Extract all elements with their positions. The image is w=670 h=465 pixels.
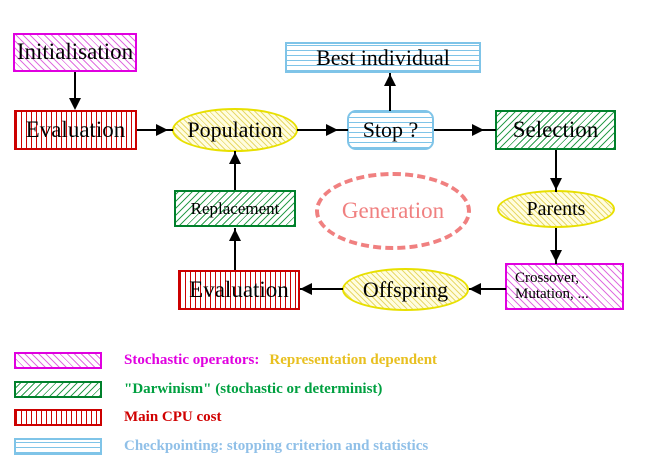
- node-crossover-line2: Mutation, ...: [515, 285, 589, 302]
- node-offspring[interactable]: Offspring: [342, 268, 469, 311]
- arrowhead-stop-to-best-individual: [384, 74, 396, 86]
- arrowhead-stop-to-selection: [472, 124, 484, 136]
- arrowhead-crossover-to-offspring: [469, 283, 481, 295]
- node-initialisation-label: Initialisation: [16, 39, 134, 65]
- arrowhead-parents-to-crossover: [550, 250, 562, 262]
- legend-swatch-diagonal-magenta: [14, 351, 102, 369]
- legend-row-checkpointing: Checkpointing: stopping criterion and st…: [14, 435, 428, 457]
- legend-row-darwinism: "Darwinism" (stochastic or determinist): [14, 378, 382, 400]
- node-parents[interactable]: Parents: [497, 190, 615, 228]
- legend-label-cpu: Main CPU cost: [124, 408, 222, 425]
- node-parents-label: Parents: [526, 197, 586, 220]
- node-population-label: Population: [187, 117, 283, 143]
- legend: Stochastic operators: Representation dep…: [0, 336, 670, 465]
- edge-crossover-to-offspring: [469, 288, 506, 290]
- node-stop[interactable]: Stop ?: [347, 110, 434, 150]
- arrowhead-selection-to-parents: [550, 178, 562, 190]
- edge-population-to-stop: [297, 129, 348, 131]
- edge-replacement-to-population: [234, 151, 236, 190]
- legend-label-representation: Representation dependent: [269, 351, 438, 368]
- node-crossover-mutation[interactable]: Crossover, Mutation, ...: [505, 263, 624, 310]
- node-crossover-line1: Crossover,: [515, 269, 579, 286]
- legend-swatch-diagonal-green: [14, 380, 102, 398]
- edge-stop-to-selection: [434, 129, 496, 131]
- node-best-individual-label: Best individual: [316, 44, 450, 70]
- legend-row-cpu: Main CPU cost: [14, 406, 222, 428]
- legend-label-stochastic: Stochastic operators:: [124, 351, 260, 368]
- node-evaluation-top[interactable]: Evaluation: [14, 110, 137, 150]
- arrowhead-evaluation-to-replacement: [229, 229, 241, 241]
- arrowhead-population-to-stop: [326, 124, 338, 136]
- edge-parents-to-crossover: [555, 228, 557, 264]
- legend-row-stochastic: Stochastic operators: Representation dep…: [14, 349, 437, 371]
- edge-offspring-to-evaluation: [300, 288, 343, 290]
- legend-swatch-vertical-red: [14, 408, 102, 426]
- legend-swatch-horizontal-blue: [14, 437, 102, 455]
- node-generation: Generation: [315, 172, 471, 250]
- node-evaluation-bottom-label: Evaluation: [189, 276, 289, 302]
- arrowhead-offspring-to-evaluation: [300, 283, 312, 295]
- edge-stop-to-best-individual: [389, 73, 391, 111]
- node-evaluation-bottom[interactable]: Evaluation: [178, 270, 300, 310]
- arrowhead-evaluation-to-population: [156, 124, 168, 136]
- node-generation-label: Generation: [341, 197, 445, 223]
- edge-evaluation-to-replacement: [234, 228, 236, 270]
- legend-label-checkpointing: Checkpointing: stopping criterion and st…: [124, 437, 429, 454]
- node-initialisation[interactable]: Initialisation: [13, 33, 137, 72]
- edge-evaluation-to-population: [137, 129, 173, 131]
- legend-label-darwinism: "Darwinism" (stochastic or determinist): [124, 380, 383, 397]
- arrowhead-replacement-to-population: [229, 152, 241, 164]
- node-best-individual[interactable]: Best individual: [285, 42, 481, 73]
- node-selection-label: Selection: [512, 116, 599, 142]
- edge-selection-to-parents: [555, 150, 557, 192]
- node-offspring-label: Offspring: [362, 276, 449, 302]
- edge-initialisation-to-evaluation: [74, 72, 76, 104]
- node-stop-label: Stop ?: [362, 117, 419, 143]
- node-replacement-label: Replacement: [190, 198, 280, 218]
- node-replacement[interactable]: Replacement: [174, 190, 296, 227]
- node-selection[interactable]: Selection: [495, 110, 616, 150]
- arrowhead-initialisation-to-evaluation: [69, 98, 81, 110]
- node-population[interactable]: Population: [172, 108, 298, 152]
- node-evaluation-top-label: Evaluation: [25, 116, 126, 142]
